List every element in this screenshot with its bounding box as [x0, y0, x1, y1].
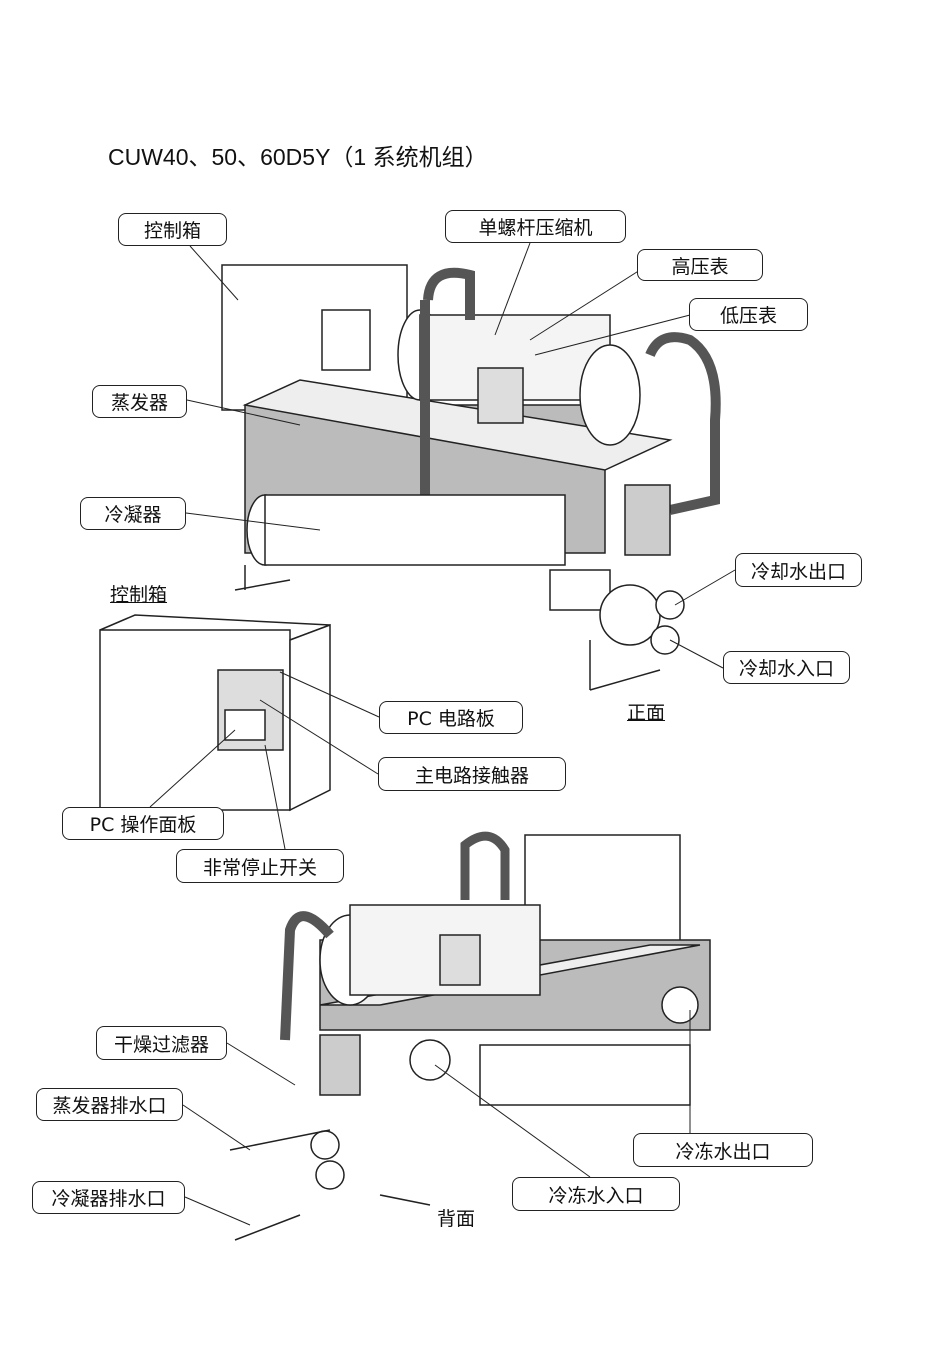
label-condenser-drain: 冷凝器排水口	[32, 1181, 185, 1214]
label-pc-board: PC 电路板	[379, 701, 523, 734]
label-evaporator: 蒸发器	[92, 385, 187, 418]
label-chilled-water-outlet: 冷冻水出口	[633, 1133, 813, 1167]
back-unit-drawing	[229, 831, 711, 1241]
label-low-pressure-gauge: 低压表	[689, 298, 808, 331]
label-evaporator-drain: 蒸发器排水口	[36, 1088, 183, 1121]
label-emergency-stop: 非常停止开关	[176, 849, 344, 883]
leader-lines	[149, 242, 736, 1226]
control-box-drawing	[99, 614, 331, 812]
caption-front: 正面	[627, 702, 666, 724]
label-cooling-water-inlet: 冷却水入口	[723, 651, 850, 684]
page-title: CUW40、50、60D5Y（1 系统机组）	[108, 144, 488, 170]
label-control-box: 控制箱	[118, 213, 227, 246]
label-dryer-filter: 干燥过滤器	[96, 1026, 227, 1060]
caption-back: 背面	[437, 1208, 476, 1230]
caption-control-box: 控制箱	[110, 584, 168, 606]
label-compressor: 单螺杆压缩机	[445, 210, 626, 243]
label-high-pressure-gauge: 高压表	[637, 249, 763, 281]
label-pc-panel: PC 操作面板	[62, 807, 224, 840]
label-condenser: 冷凝器	[80, 497, 186, 530]
label-main-contactor: 主电路接触器	[378, 757, 566, 791]
label-chilled-water-inlet: 冷冻水入口	[512, 1177, 680, 1211]
label-cooling-water-outlet: 冷却水出口	[735, 553, 862, 587]
